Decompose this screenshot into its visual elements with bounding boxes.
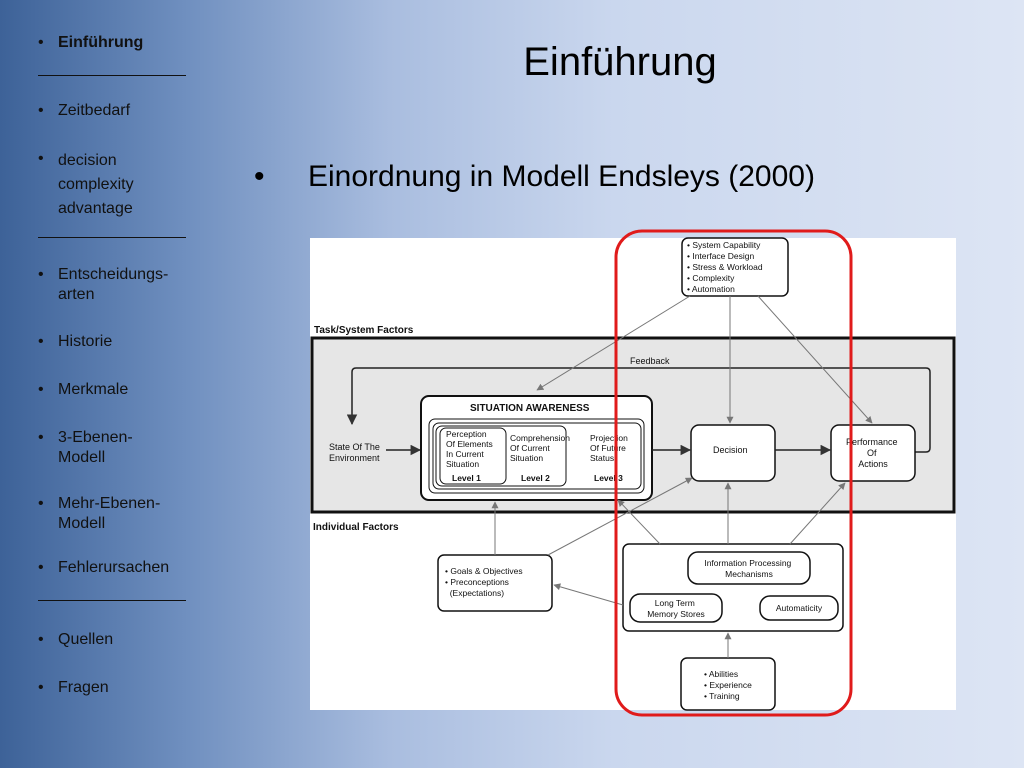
nav-bullet: • <box>38 381 44 398</box>
info-processing-text: Information Processing Mechanisms <box>704 558 793 579</box>
task-factors-box <box>681 237 789 297</box>
abilities-line: • Abilities <box>704 669 738 679</box>
nav-bullet: • <box>38 679 44 696</box>
nav-bullet: • <box>38 559 44 576</box>
mechanisms-to-goals-arrow <box>553 583 624 606</box>
nav-label: Entscheidungs- arten <box>58 266 169 303</box>
level1-box <box>439 427 507 485</box>
goals-line: • Goals & Objectives <box>445 566 523 576</box>
level3-label: Level 3 <box>594 473 623 483</box>
task-factor-line: • Interface Design <box>687 251 755 261</box>
slide-bullet-marker: • <box>254 160 265 193</box>
task-factors-text: • System Capability • Interface Design •… <box>687 240 765 294</box>
performance-line: Performance <box>846 437 898 447</box>
task-to-performance-arrow <box>757 295 873 424</box>
sidebar-nav: • Einführung • Zeitbedarf • decision com… <box>0 0 210 768</box>
ltm-line: Long Term <box>655 598 695 608</box>
state-environment-label: State Of The Environment <box>329 442 382 463</box>
nav-label: decision complexity advantage <box>58 152 134 217</box>
level3-line: Of Future <box>590 443 626 453</box>
nav-label: Zeitbedarf <box>58 102 131 119</box>
task-factor-line: • Automation <box>687 284 735 294</box>
ltm-line: Memory Stores <box>647 609 705 619</box>
automaticity-label: Automaticity <box>776 603 823 613</box>
decision-box <box>690 424 776 482</box>
performance-line: Of <box>867 448 877 458</box>
slide-bullet-text: Einordnung in Modell Endsleys (2000) <box>308 160 815 193</box>
level3-line: Projection <box>590 433 628 443</box>
nav-label: Fehlerursachen <box>58 559 170 576</box>
performance-line: Actions <box>858 459 888 469</box>
slide-title: Einführung <box>523 40 717 84</box>
level2-line: Situation <box>510 453 543 463</box>
info-processing-line: Mechanisms <box>725 569 773 579</box>
level2-line: Of Current <box>510 443 550 453</box>
nav-separator <box>38 600 186 601</box>
goals-text: • Goals & Objectives • Preconceptions (E… <box>0 0 534 598</box>
nav-label: Merkmale <box>58 381 129 398</box>
mechanisms-to-performance-arrow <box>789 482 846 545</box>
level1-label: Level 1 <box>452 473 481 483</box>
task-factor-line: • System Capability <box>687 240 761 250</box>
task-factor-line: • Complexity <box>687 273 735 283</box>
nav-bullet: • <box>38 102 44 119</box>
nav-separator <box>38 75 186 76</box>
level1-line: Perception <box>446 429 487 439</box>
task-factor-line: • Stress & Workload <box>687 262 763 272</box>
ltm-box <box>629 593 723 623</box>
goals-to-decision-arrow <box>547 477 693 556</box>
level1-text: Perception Of Elements In Current Situat… <box>446 429 495 469</box>
state-line: Environment <box>329 453 380 463</box>
task-system-header: Task/System Factors <box>314 325 414 336</box>
abilities-line: • Experience <box>704 680 752 690</box>
level1-line: In Current <box>446 449 484 459</box>
nav-label: Mehr-Ebenen- Modell <box>58 495 161 532</box>
level3-text: Projection Of Future Status <box>590 433 630 463</box>
automaticity-box <box>759 595 839 621</box>
level2-text: Comprehension Of Current Situation <box>510 433 572 463</box>
nav-bullet: • <box>38 266 44 283</box>
nav-bullet: • <box>38 429 44 446</box>
state-line: State Of The <box>329 442 380 452</box>
highlight-frame <box>614 229 853 717</box>
nav-bullet: • <box>38 150 44 167</box>
endsley-sa-diagram: Task/System Factors Individual Factors F… <box>310 229 956 717</box>
nav-label: Historie <box>58 333 113 350</box>
level1-line: Situation <box>446 459 479 469</box>
feedback-loop <box>346 367 931 453</box>
info-processing-box <box>687 551 811 585</box>
nav-bullet: • <box>38 495 44 512</box>
decision-label: Decision <box>713 445 748 455</box>
abilities-text: • Abilities • Experience • Training <box>704 669 754 701</box>
nav-bullet: • <box>38 631 44 648</box>
level3-line: Status <box>590 453 614 463</box>
nav-bullet: • <box>38 34 44 51</box>
goals-line: • Preconceptions <box>445 577 509 587</box>
nav-label: 3-Ebenen- Modell <box>58 429 133 466</box>
abilities-line: • Training <box>704 691 740 701</box>
nav-separator <box>38 237 186 238</box>
level1-line: Of Elements <box>446 439 493 449</box>
task-to-sa-arrow <box>536 295 691 391</box>
nav-label: Quellen <box>58 631 114 648</box>
feedback-label: Feedback <box>630 356 670 366</box>
nav-label: Einführung <box>58 34 144 51</box>
sa-title: SITUATION AWARENESS <box>470 403 590 414</box>
individual-factors-header: Individual Factors <box>313 522 399 533</box>
mechanisms-to-sa-arrow <box>617 499 661 545</box>
performance-text: Performance Of Actions <box>846 437 900 469</box>
goals-line: (Expectations) <box>445 588 504 598</box>
nav-label: Fragen <box>58 679 109 696</box>
ltm-text: Long Term Memory Stores <box>647 598 705 619</box>
info-processing-line: Information Processing <box>704 558 791 568</box>
level2-label: Level 2 <box>521 473 550 483</box>
nav-bullet: • <box>38 333 44 350</box>
level2-line: Comprehension <box>510 433 570 443</box>
